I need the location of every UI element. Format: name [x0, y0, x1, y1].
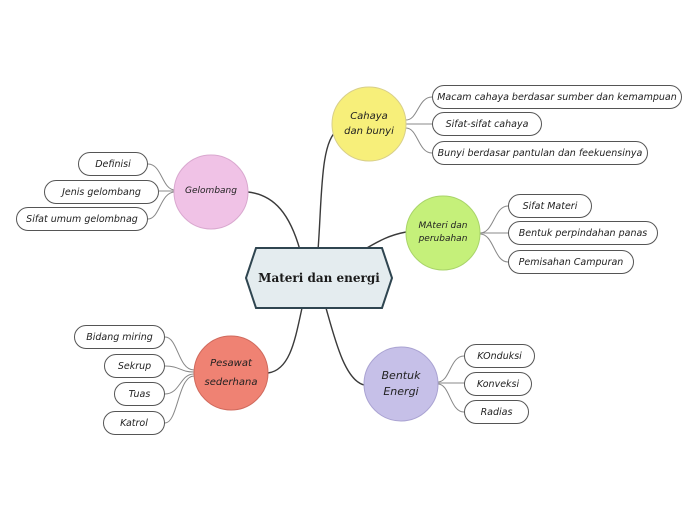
item-materi-pemisahan[interactable]: Pemisahan Campuran [508, 250, 634, 274]
connector-pesawat [267, 307, 303, 374]
branch-cahaya-label-line1: Cahaya [350, 111, 388, 122]
branch-bentuk-circle [363, 346, 439, 422]
branch-pesawat-circle [193, 335, 269, 411]
item-materi-sifat[interactable]: Sifat Materi [508, 194, 592, 218]
item-pesawat-tuas[interactable]: Tuas [114, 382, 165, 406]
branch-cahaya-label[interactable]: Cahaya dan bunyi [332, 100, 406, 148]
connector-gelombang [247, 191, 301, 251]
connector-bentuk [325, 307, 365, 386]
item-gelombang-sifat[interactable]: Sifat umum gelombnag [16, 207, 148, 231]
branch-materi-circle [405, 195, 481, 271]
branch-materi-label-line1: MAteri dan [418, 220, 468, 231]
branch-bentuk-label-line1: Bentuk [381, 368, 421, 382]
branch-cahaya-label-line2: dan bunyi [344, 126, 394, 137]
branch-gelombang-label[interactable]: Gelombang [185, 186, 237, 197]
item-cahaya-sifat[interactable]: Sifat-sifat cahaya [432, 112, 542, 136]
item-bentuk-konveksi[interactable]: Konveksi [464, 372, 532, 396]
item-cahaya-bunyi[interactable]: Bunyi berdasar pantulan dan feekuensinya [432, 141, 648, 165]
item-pesawat-sekrup[interactable]: Sekrup [104, 354, 165, 378]
item-gelombang-definisi[interactable]: Definisi [78, 152, 148, 176]
branch-pesawat-label[interactable]: Pesawat sederhana [194, 349, 268, 397]
branch-materi-label-line2: perubahan [418, 234, 468, 244]
item-bentuk-radias[interactable]: Radias [464, 400, 529, 424]
item-bentuk-konduksi[interactable]: KOnduksi [464, 344, 535, 368]
branch-bentuk-label[interactable]: Bentuk Energi [364, 360, 438, 408]
item-materi-perpindahan[interactable]: Bentuk perpindahan panas [508, 221, 658, 245]
central-topic-shape [244, 247, 394, 309]
branch-pesawat-label-line2: sederhana [204, 377, 258, 388]
branch-pesawat-label-line1: Pesawat [210, 358, 252, 369]
item-cahaya-macam[interactable]: Macam cahaya berdasar sumber dan kemampu… [432, 85, 682, 109]
branch-materi-label[interactable]: MAteri dan perubahan [406, 209, 480, 257]
central-topic-label[interactable]: Materi dan energi [258, 271, 380, 285]
item-pesawat-katrol[interactable]: Katrol [103, 411, 165, 435]
connector-cahaya [317, 129, 339, 251]
item-gelombang-jenis[interactable]: Jenis gelombang [44, 180, 159, 204]
branch-gelombang-circle [173, 154, 249, 230]
item-pesawat-bidang[interactable]: Bidang miring [74, 325, 165, 349]
branch-cahaya-circle [331, 86, 407, 162]
branch-bentuk-label-line2: Energi [383, 385, 419, 398]
